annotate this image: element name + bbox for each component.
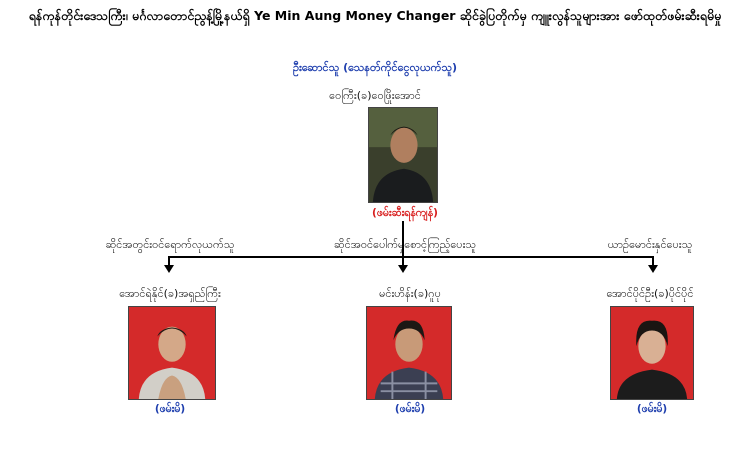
page-title: ရန်ကုန်တိုင်းဒေသကြီး၊ မင်္ဂလာတောင်ညွန့်မ… [28,8,722,23]
member-status-1: (ဖမ်းမိ) [154,403,186,415]
leader-name: ဝေကြီး(ခ)ဝေဖြိုးအောင် [329,89,421,102]
member-name-2: မင်းဟိန်း(ခ)ဂူပု [379,287,441,300]
member-status-3: (ဖမ်းမိ) [636,403,668,415]
member-status-2: (ဖမ်းမိ) [394,403,426,415]
leader-status-at-large: (ဖမ်းဆီးရန်ကျန်) [372,207,438,219]
arrow-left [164,265,174,273]
member-photo-1 [128,306,216,400]
arrow-middle [398,265,408,273]
member-photo-3 [610,306,694,400]
member-role-2: ဆိုင်အဝင်ပေါက်မှစောင့်ကြည့်ပေးသူ [333,238,476,251]
arrow-right [648,265,658,273]
member-name-3: အောင်ပိုင်ဦး(ခ)ပိုင်ပိုင် [606,287,694,300]
leader-role-label: ဦးဆောင်သူ (သေနတ်ကိုင်ငွေလုယက်သူ) [292,61,458,74]
member-role-1: ဆိုင်အတွင်းဝင်ရောက်လုယက်သူ [105,238,235,251]
leader-photo [368,107,438,203]
member-photo-2 [366,306,452,400]
member-role-3: ယာဉ်မောင်းနှင်ပေးသူ [607,238,693,251]
member-name-1: အောင်ရဲနိုင်(ခ)အရှည်ကြီး [119,287,221,300]
